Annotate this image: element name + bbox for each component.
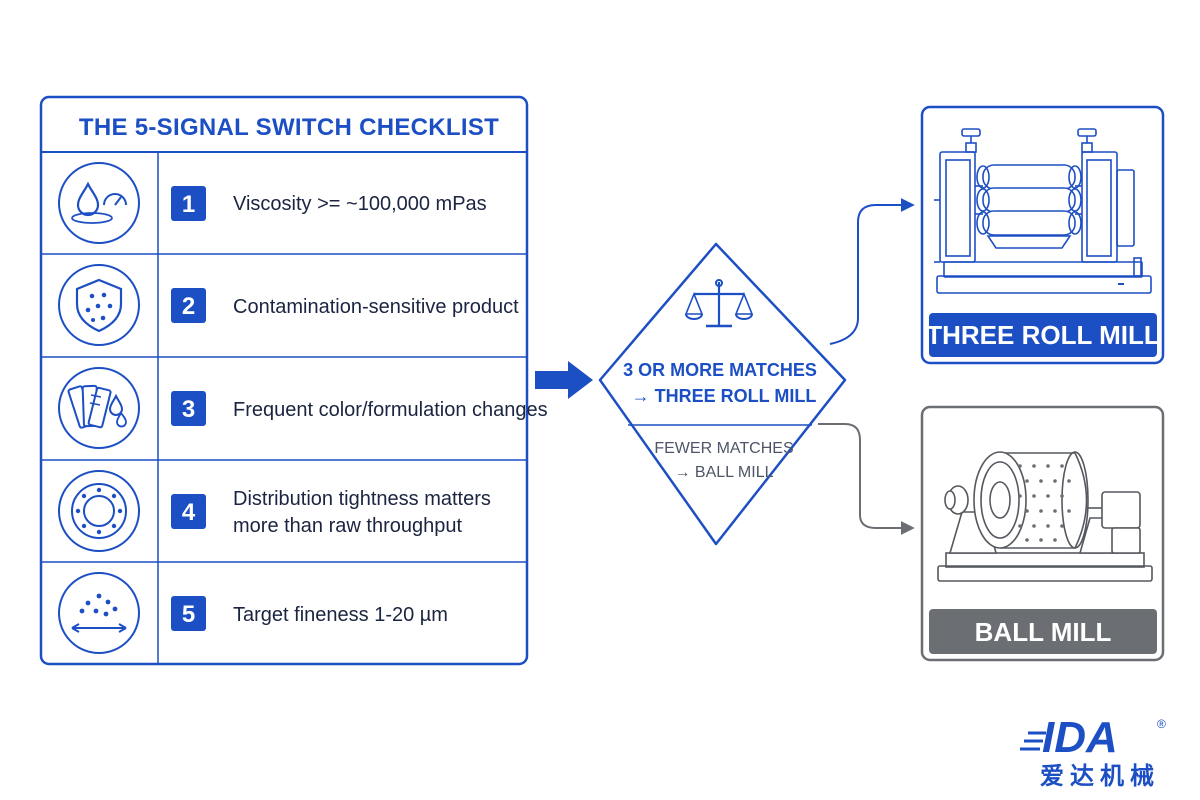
decision-sub-line-2: → BALL MILL	[674, 464, 773, 481]
logo-wordmark: IDA	[1042, 713, 1118, 762]
flow-arrow-icon	[535, 361, 593, 399]
step-number-1: 1	[182, 191, 195, 218]
logo-registered-mark: ®	[1157, 717, 1166, 731]
checklist-item-4-line-2: more than raw throughput	[233, 515, 462, 537]
checklist-row-1: 1 Viscosity >= ~100,000 mPas	[58, 162, 487, 244]
decision-diamond: 3 OR MORE MATCHES → THREE ROLL MILL FEWE…	[598, 242, 847, 546]
three-roll-mill-label: THREE ROLL MILL	[926, 320, 1160, 350]
checklist-row-4: 4 Distribution tightness matters more th…	[58, 470, 491, 552]
connector-to-three-roll-mill	[829, 198, 915, 345]
viscosity-drop-gauge-icon	[58, 162, 140, 244]
ball-mill-label: BALL MILL	[975, 617, 1112, 647]
particle-distribution-ring-icon	[58, 470, 140, 552]
logo-chinese-text: 爱达机械	[1040, 762, 1160, 790]
ball-mill-illustration	[937, 451, 1153, 582]
contamination-shield-icon	[58, 264, 140, 346]
decision-main-line-2: → THREE ROLL MILL	[632, 386, 817, 406]
checklist-item-1-text: Viscosity >= ~100,000 mPas	[233, 193, 487, 215]
ball-mill-card: BALL MILL	[920, 405, 1165, 662]
ball-mill-drum-holes	[1018, 464, 1071, 542]
fineness-particles-icon	[58, 572, 140, 654]
checklist-row-5: 5 Target fineness 1-20 µm	[58, 572, 448, 654]
three-roll-mill-card: THREE ROLL MILL	[920, 105, 1165, 365]
checklist-item-3-text: Frequent color/formulation changes	[233, 399, 548, 421]
decision-sub-line-1: FEWER MATCHES	[654, 440, 793, 457]
checklist-panel: THE 5-SIGNAL SWITCH CHECKLIST 1 Viscosit…	[39, 95, 548, 666]
three-roll-mill-illustration	[934, 128, 1152, 294]
checklist-title: THE 5-SIGNAL SWITCH CHECKLIST	[79, 114, 499, 141]
checklist-item-4-line-1: Distribution tightness matters	[233, 488, 491, 510]
connector-to-ball-mill	[818, 423, 915, 535]
balance-scale-icon	[684, 279, 754, 328]
checklist-item-5-text: Target fineness 1-20 µm	[233, 604, 448, 626]
step-number-4: 4	[182, 499, 196, 526]
checklist-item-2-text: Contamination-sensitive product	[233, 296, 519, 318]
decision-main-line-1: 3 OR MORE MATCHES	[623, 360, 817, 380]
ida-logo: IDA ® 爱达机械	[1020, 713, 1166, 790]
step-number-3: 3	[182, 396, 195, 423]
step-number-5: 5	[182, 601, 195, 628]
color-swatch-icon	[58, 367, 140, 449]
checklist-row-3: 3 Frequent color/formulation changes	[58, 367, 548, 449]
checklist-row-2: 2 Contamination-sensitive product	[58, 264, 519, 346]
step-number-2: 2	[182, 293, 195, 320]
